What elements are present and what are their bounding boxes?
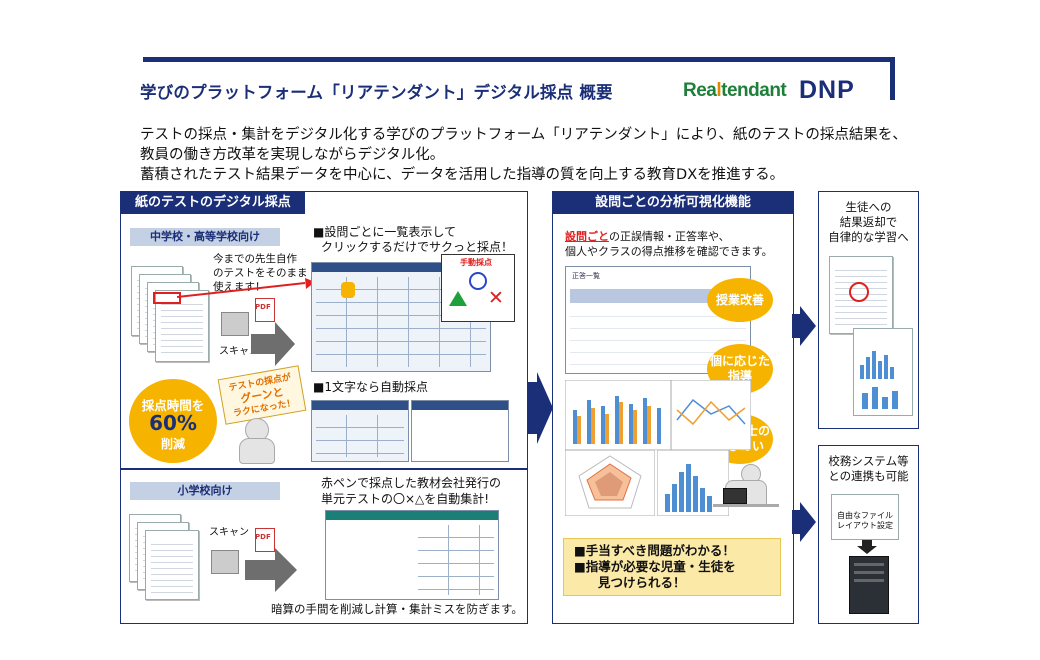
desk	[713, 504, 779, 507]
message-sign: テストの採点が グーンと ラクになった！	[217, 365, 307, 425]
heading-list-view-2: クリックするだけでサクっと採点！	[321, 240, 514, 254]
elementary-footer: 暗算の手間を削減し計算・集計ミスを防ぎます。	[271, 602, 523, 616]
analysis-desc-1: 設問ごとの正誤情報・正答率や、	[565, 230, 730, 243]
tab-elementary: 小学校向け	[130, 482, 280, 500]
file-layout-sheet: 自由なファイル レイアウト設定	[831, 494, 899, 540]
analysis-desc-2: 個人やクラスの得点推移を確認できます。	[565, 245, 773, 258]
note-line-2: のテストをそのまま	[213, 267, 308, 279]
system-integration-box: 校務システム等 との連携も可能 自由なファイル レイアウト設定	[818, 445, 919, 624]
page-title: 学びのプラットフォーム「リアテンダント」デジタル採点 概要	[140, 83, 613, 102]
note-line-1: 今までの先生自作	[213, 253, 297, 265]
pdf-label-lower: PDF	[255, 533, 271, 541]
realtendant-logo: Realtendant	[683, 80, 787, 101]
analysis-panel: 設問ごとの分析可視化機能 設問ごとの正誤情報・正答率や、 個人やクラスの得点推移…	[552, 191, 794, 624]
tab-junior-senior-high: 中学校・高等学校向け	[130, 228, 280, 246]
flow-arrow-icon	[792, 502, 816, 542]
header-rule	[143, 57, 895, 62]
gray-arrow-icon	[245, 548, 297, 592]
test-sheet	[155, 290, 209, 362]
pdf-icon	[255, 298, 275, 322]
line-chart-thumbnail	[671, 380, 751, 450]
scan-label: スキャン	[219, 346, 259, 357]
tally-screen	[325, 510, 499, 600]
scanner-icon	[211, 550, 239, 574]
section-divider	[121, 468, 527, 470]
result-report	[853, 328, 913, 416]
feedback-text-2: 結果返却で	[839, 215, 898, 229]
student-feedback-box: 生徒への 結果返却で 自律的な学習へ	[818, 191, 919, 429]
integration-text-1: 校務システム等	[828, 454, 909, 468]
highlight-box	[153, 292, 181, 304]
pdf-icon	[255, 528, 275, 552]
hand-pointer-icon	[341, 282, 355, 298]
red-circle-mark	[849, 282, 869, 302]
heading-list-view-1: ■設問ごとに一覧表示して	[313, 225, 456, 239]
auto-grading-screen-2	[411, 400, 509, 462]
laptop-icon	[723, 488, 747, 504]
auto-grading-screen-1	[311, 400, 409, 462]
intro-line-3: 蓄積されたテスト結果データを中心に、データを活用した指導の質を向上する教育DXを…	[140, 167, 785, 183]
feedback-text-1: 生徒への	[845, 200, 892, 214]
triangle-mark-button[interactable]	[449, 291, 467, 306]
heading-elementary-2: 単元テストの〇×△を自動集計!	[321, 492, 490, 506]
flow-arrow-icon	[527, 372, 553, 444]
intro-line-1: テストの採点・集計をデジタル化する学びのプラットフォーム「リアテンダント」により…	[140, 127, 907, 143]
test-sheet	[145, 530, 199, 600]
heading-elementary-1: 赤ペンで採点した教材会社発行の	[321, 476, 502, 490]
time-reduction-badge: 採点時間を 60% 削減	[129, 379, 217, 463]
down-arrow-icon	[857, 540, 877, 554]
feedback-text-3: 自律的な学習へ	[828, 230, 909, 244]
heading-auto-grading: ■1文字なら自動採点	[313, 380, 428, 394]
manual-grading-pad: 手動採点 ✕	[441, 254, 515, 322]
radar-chart-thumbnail	[565, 450, 655, 516]
scan-label-lower: スキャン	[209, 527, 249, 538]
scanner-icon	[221, 312, 249, 336]
bubble-lesson-improvement: 授業改善	[707, 278, 773, 322]
flow-arrow-icon	[792, 306, 816, 346]
header-rule-corner	[890, 57, 895, 100]
gray-arrow-icon	[251, 322, 295, 366]
manual-grading-label: 手動採点	[460, 258, 492, 267]
bar-chart-thumbnail	[565, 380, 671, 450]
circle-mark-button[interactable]	[469, 272, 487, 290]
person-body	[239, 438, 275, 464]
cross-mark-button[interactable]: ✕	[488, 287, 504, 309]
dnp-logo: DNP	[799, 76, 855, 104]
benefits-callout: ■手当すべき問題がわかる！ ■指導が必要な児童・生徒を 見つけられる！	[563, 538, 781, 596]
note-line-3: 使えます！	[213, 281, 266, 293]
panel-title: 紙のテストのデジタル採点	[121, 192, 305, 214]
integration-text-2: との連携も可能	[828, 469, 909, 483]
server-icon	[849, 556, 889, 614]
intro-line-2: 教員の働き方改革を実現しながらデジタル化。	[140, 147, 445, 163]
red-arrow-icon	[177, 278, 315, 298]
digital-grading-panel: 紙のテストのデジタル採点 中学校・高等学校向け 今までの先生自作 のテストをその…	[120, 191, 528, 624]
pdf-label: PDF	[255, 303, 271, 311]
panel-title: 設問ごとの分析可視化機能	[553, 192, 793, 214]
